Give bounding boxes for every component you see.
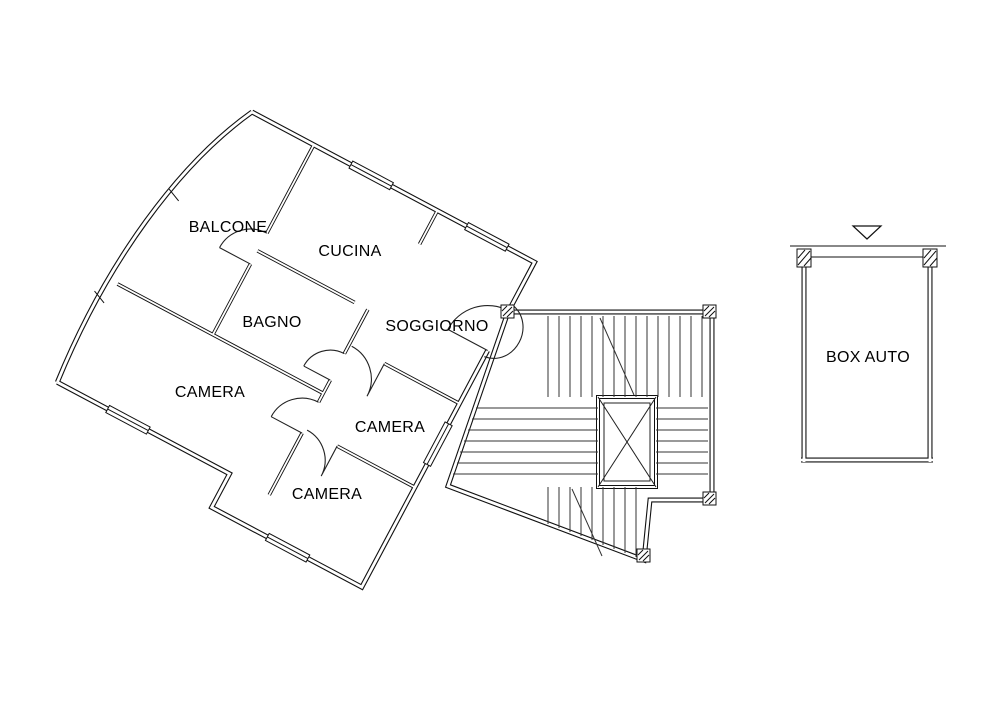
- windows: [105, 160, 510, 563]
- balcony-railing-ticks: [94, 188, 180, 304]
- balcony-door: [219, 228, 268, 265]
- elevator-cross: [597, 396, 657, 488]
- entrance-marker: [851, 225, 883, 240]
- pillar-hatch: [702, 304, 717, 319]
- entrance-vestibule-curve: [484, 304, 524, 359]
- stair-treads-right: [656, 407, 708, 475]
- stairwell-walls: [444, 309, 715, 564]
- pillar-hatch: [500, 304, 515, 319]
- garage-pillar: [796, 248, 812, 268]
- walls-white-pass: [56, 110, 933, 590]
- garage-box: [790, 225, 946, 268]
- apartment-details: [94, 160, 524, 563]
- bedroom1-door: [270, 397, 319, 434]
- stair-treads-top: [547, 316, 703, 397]
- pillar-hatch: [636, 548, 651, 563]
- stair-treads-left: [453, 407, 598, 475]
- stair-break-lines: [571, 317, 635, 557]
- room-label-camera-2: CAMERA: [354, 419, 426, 436]
- room-label-balcone: BALCONE: [188, 219, 268, 236]
- walls-black-pass: [55, 109, 933, 591]
- apartment-exterior-walls: [55, 109, 538, 591]
- pillar-hatch: [702, 491, 717, 506]
- wall-pillars: [500, 304, 717, 563]
- stairwell: [453, 316, 708, 557]
- bathroom-door: [303, 349, 345, 381]
- elevator-shaft: [597, 396, 657, 488]
- room-label-box-auto: BOX AUTO: [826, 349, 910, 366]
- room-label-soggiorno: SOGGIORNO: [385, 318, 489, 335]
- room-label-camera-1: CAMERA: [174, 384, 246, 401]
- elevator-cab: [603, 402, 651, 482]
- stair-treads-bottom: [547, 487, 637, 557]
- bedroom2-door: [351, 345, 385, 397]
- room-label-bagno: BAGNO: [242, 314, 302, 331]
- garage-pillar: [922, 248, 938, 268]
- room-label-cucina: CUCINA: [318, 243, 382, 260]
- room-label-camera-3: CAMERA: [291, 486, 363, 503]
- bedroom3-door: [306, 429, 338, 477]
